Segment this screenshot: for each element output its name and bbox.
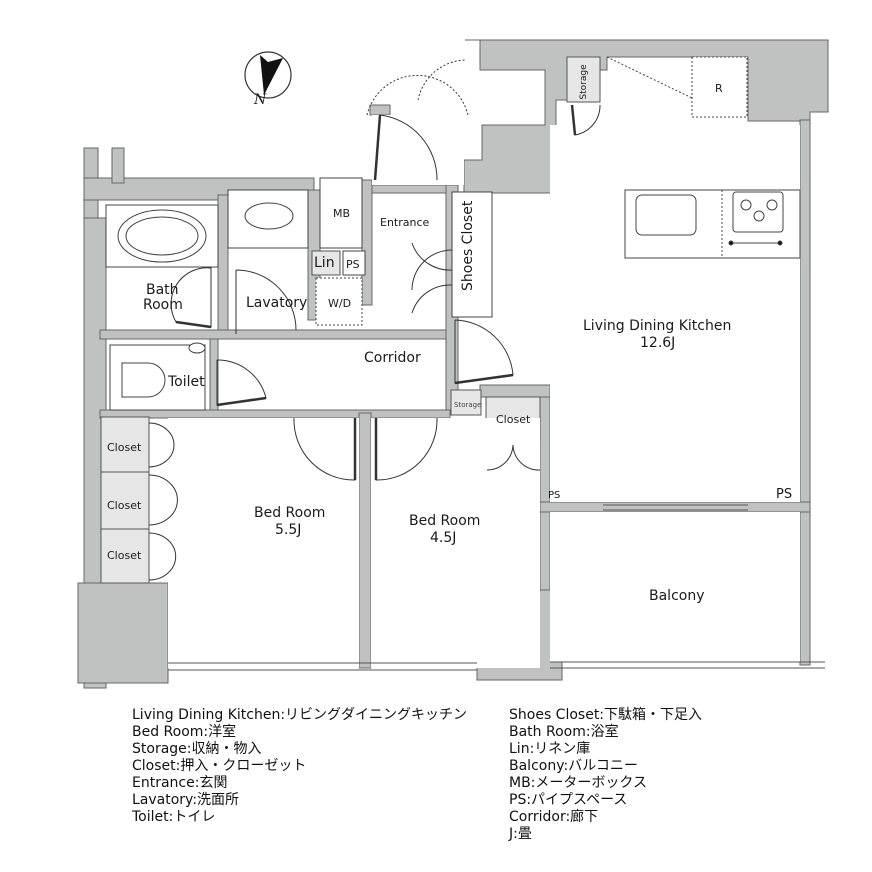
room-bed2-name: Bed Room [409, 513, 481, 529]
room-shoes-closet-name: Shoes Closet [460, 200, 476, 291]
legend-item: Entrance:玄関 [132, 775, 228, 791]
compass-north-label: N [254, 92, 267, 108]
room-balcony-name: Balcony [649, 588, 705, 604]
room-closet-bed2-name: Closet [496, 413, 531, 426]
room-bath-name-line1: Bath [146, 282, 179, 298]
legend-item: Lavatory:洗面所 [132, 792, 240, 808]
room-storage-top-name: Storage [579, 64, 589, 100]
room-toilet-name: Toilet [168, 374, 205, 390]
legend-item: Living Dining Kitchen:リビングダイニングキッチン [132, 707, 468, 723]
legend-item: PS:パイプスペース [509, 792, 628, 808]
room-bed1-name: Bed Room [254, 505, 326, 521]
room-corridor-name: Corridor [364, 350, 421, 366]
legend-item: MB:メーターボックス [509, 775, 647, 791]
legend-left: Living Dining Kitchen:リビングダイニングキッチン Bed … [132, 707, 467, 826]
room-entrance-name: Entrance [380, 216, 430, 229]
room-lavatory-name: Lavatory [246, 295, 308, 311]
room-ps-top-name: PS [346, 258, 360, 271]
legend-item: Toilet:トイレ [132, 809, 216, 825]
fridge-label: R [715, 82, 723, 95]
legend-item: Bath Room:浴室 [509, 724, 619, 740]
windows [168, 504, 825, 671]
room-closet-a-name: Closet [107, 441, 142, 454]
room-mb-name: MB [333, 207, 351, 220]
legend-item: Corridor:廊下 [509, 809, 599, 825]
legend-item: Bed Room:洋室 [132, 724, 237, 740]
compass-icon [244, 51, 292, 99]
legend-item: Storage:収納・物入 [132, 741, 262, 757]
room-ldk-name: Living Dining Kitchen [583, 318, 732, 334]
legend-item: Closet:押入・クローゼット [132, 758, 307, 774]
room-closet-b-name: Closet [107, 499, 142, 512]
legend-item: Shoes Closet:下駄箱・下足入 [509, 707, 703, 723]
room-lin-name: Lin [314, 255, 335, 271]
room-storage-mid-name: Storage [454, 401, 482, 409]
room-closet-c-name: Closet [107, 549, 142, 562]
room-bath-name-line2: Room [143, 297, 183, 313]
room-ps-left-name: PS [548, 490, 561, 501]
doors [148, 59, 601, 581]
legend-item: Lin:リネン庫 [509, 741, 591, 757]
room-ldk-size: 12.6J [640, 335, 676, 351]
room-ps-right-name: PS [776, 487, 793, 502]
legend-item: Balcony:バルコニー [509, 758, 638, 774]
room-wd-name: W/D [328, 297, 352, 310]
fixtures [105, 56, 801, 668]
room-bed2-size: 4.5J [430, 530, 457, 546]
legend-item: J:畳 [509, 826, 532, 842]
legend-right: Shoes Closet:下駄箱・下足入 Bath Room:浴室 Lin:リネ… [509, 707, 702, 843]
room-bed1-size: 5.5J [275, 522, 302, 538]
